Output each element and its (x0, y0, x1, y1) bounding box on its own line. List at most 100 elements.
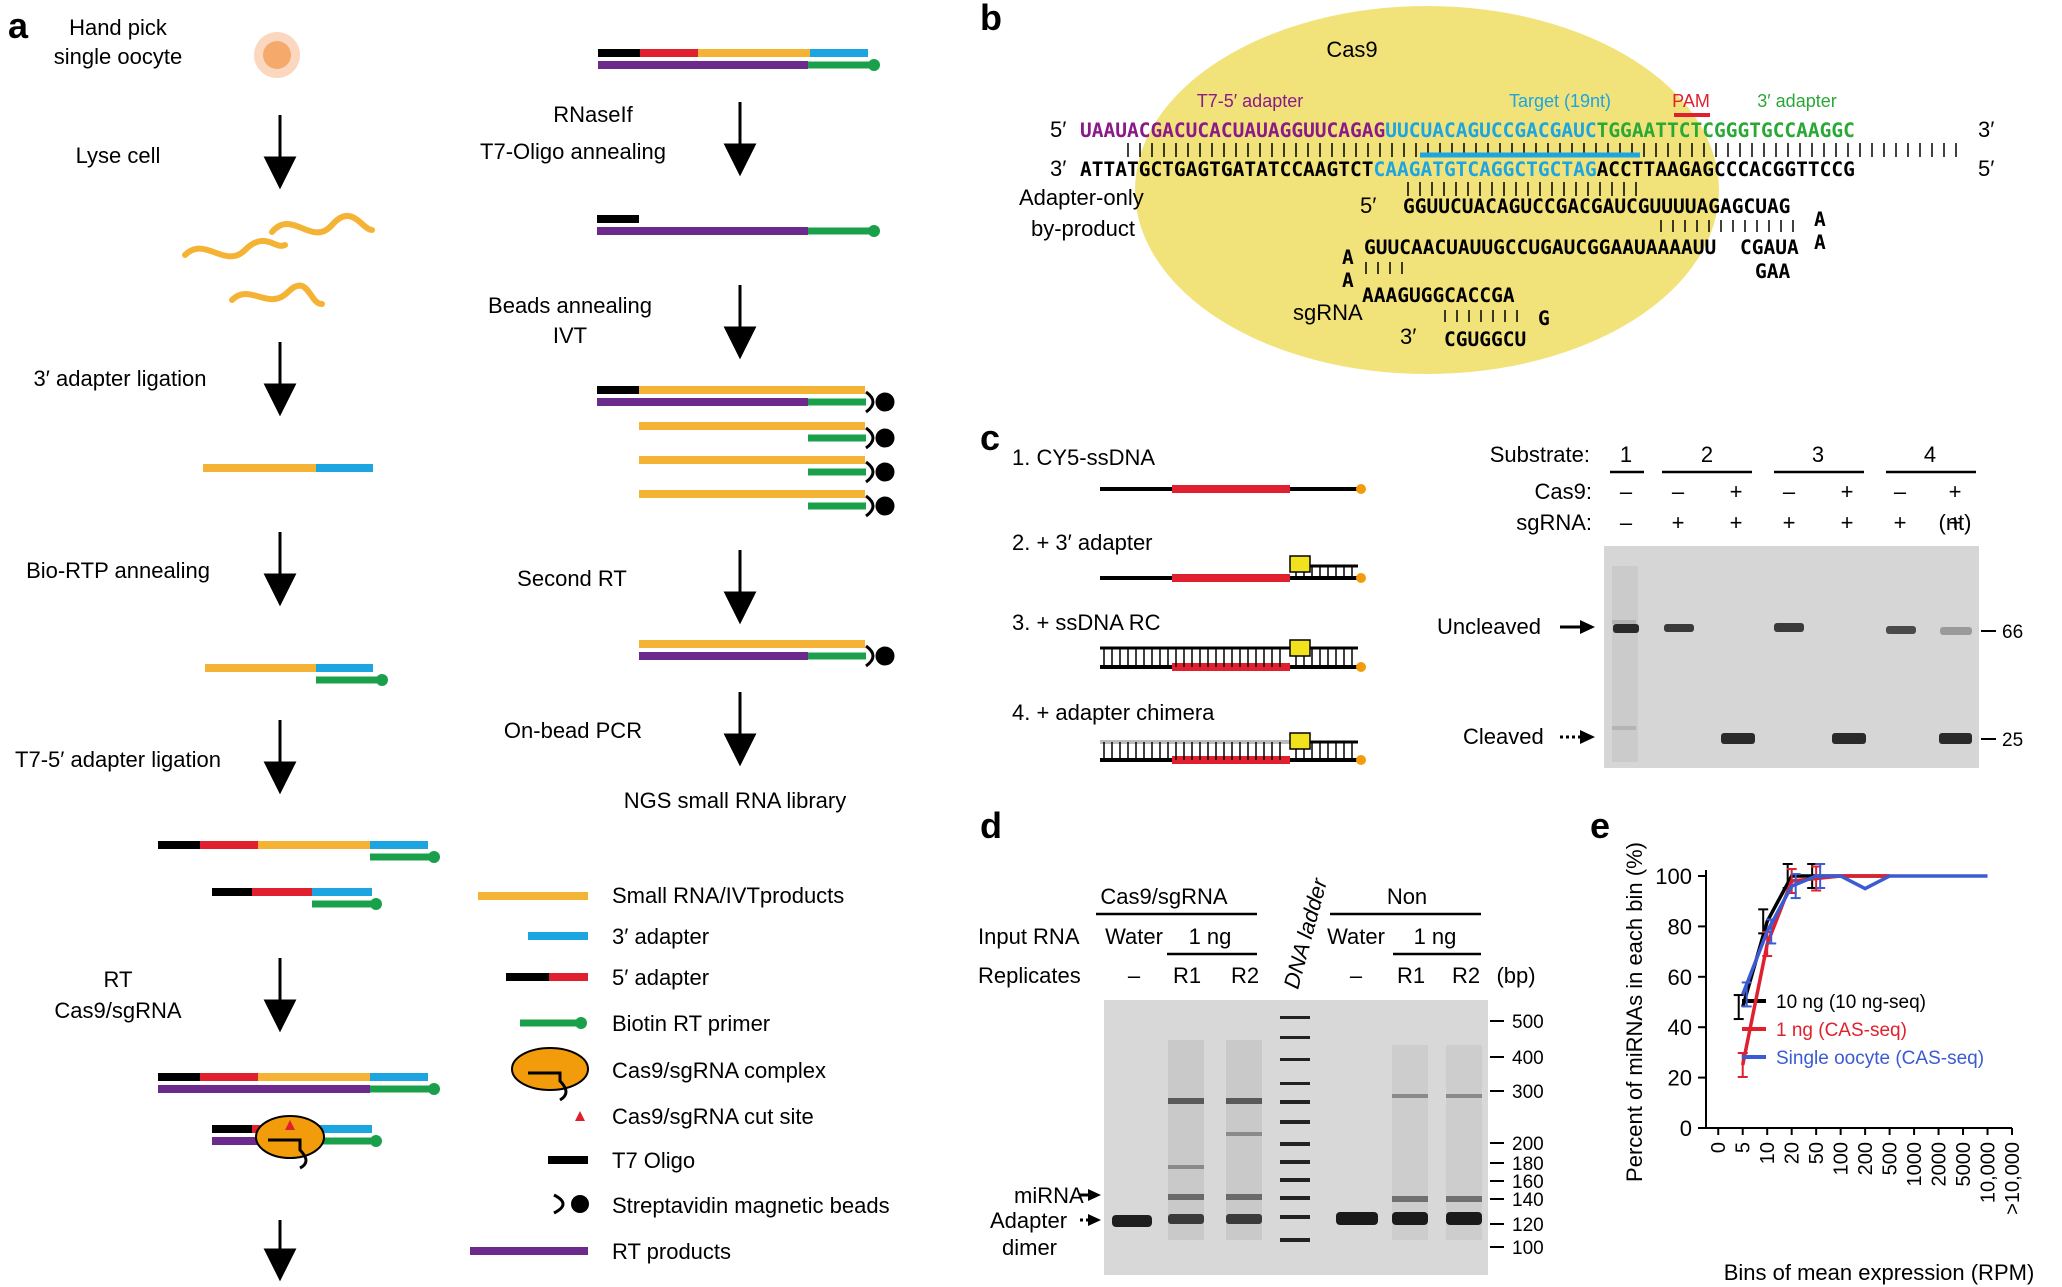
rna-squiggle-icon (182, 213, 375, 307)
step-ivt: IVT (553, 323, 587, 348)
replicates-label: Replicates (978, 963, 1081, 988)
x-tick-label: 0 (1708, 1142, 1730, 1153)
dashed-arrow-right-icon (1560, 730, 1595, 744)
sgrna-loop2-b: GAA (1755, 260, 1790, 283)
panel-a-left-arrows (263, 115, 297, 1282)
step-beads-annealing: Beads annealing (488, 293, 652, 318)
three-prime-top: 3′ (1978, 117, 1994, 142)
x-tick-label: >10,000 (2002, 1142, 2024, 1215)
cas9-ellipse (1135, 6, 1719, 374)
step-rt: RT (104, 967, 133, 992)
target-label: Target (19nt) (1509, 91, 1611, 111)
cas9-complex-icon (511, 1047, 589, 1091)
arrow-right-icon (1080, 1189, 1101, 1201)
panel-c-gel-header: Substrate: Cas9: sgRNA: (nt) 1 2 3 4 – –… (1490, 442, 1976, 535)
panel-d-gel (1104, 1000, 1488, 1275)
panel-c-label: c (980, 417, 1000, 458)
cas9-label: Cas9 (1326, 37, 1377, 62)
input-1ng-1: 1 ng (1189, 924, 1232, 949)
legend-biotin-rt-primer: Biotin RT primer (612, 1011, 770, 1036)
step-cas9-sgrna: Cas9/sgRNA (54, 998, 181, 1023)
sgrna-line-1: GGUUCUACAGUCCGACGAUCGUUUUAGAGCUAG (1403, 195, 1790, 218)
x-tick-label: 10,000 (1978, 1142, 2000, 1203)
five-prime-bottom: 5′ (1978, 156, 1994, 181)
arrow-down-icon (263, 958, 297, 1033)
sgrna-cell: + (1841, 510, 1854, 535)
3-adapter-label: 3′ adapter (1757, 91, 1836, 111)
series-line (1741, 874, 1988, 996)
x-tick-label: 10 (1757, 1142, 1779, 1164)
lane-header-1: 1 (1620, 442, 1632, 467)
x-tick-label: 5000 (1953, 1142, 1975, 1187)
loop-a-1: A (1814, 208, 1826, 231)
sgrna-cell: + (1949, 510, 1962, 535)
by-product-label: by-product (1031, 216, 1135, 241)
cas9-cell: + (1841, 479, 1854, 504)
y-tick-label: 60 (1668, 965, 1692, 990)
streptavidin-bead-icon (865, 390, 895, 668)
x-tick-label: 500 (1880, 1142, 1902, 1175)
arrow-down-icon (263, 1220, 297, 1282)
step-hand-pick: Hand pick (69, 15, 168, 40)
panel-d-label: d (980, 805, 1002, 846)
top-strand: UAAUACGACUCACUAUAGGUUCAGAGUUCUACAGUCCGAC… (1080, 119, 1855, 142)
ladder-size: 200 (1512, 1134, 1544, 1155)
arrow-down-icon (263, 115, 297, 190)
step-ngs-library: NGS small RNA library (624, 788, 846, 813)
input-water-2: Water (1327, 924, 1385, 949)
sgrna-cell: + (1894, 510, 1907, 535)
x-tick-label: 5 (1733, 1142, 1755, 1153)
y-tick-label: 20 (1668, 1066, 1692, 1091)
size-25: 25 (2002, 730, 2023, 751)
cut-site-icon (285, 1120, 295, 1130)
sgrna-cell: + (1672, 510, 1685, 535)
x-axis-label: Bins of mean expression (RPM) (1724, 1260, 2035, 1285)
x-tick-label: 20 (1782, 1142, 1804, 1164)
panel-b-label: b (980, 0, 1002, 38)
step-t7-oligo-annealing: T7-Oligo annealing (480, 139, 666, 164)
legend-small-rna: Small RNA/IVTproducts (612, 883, 844, 908)
sgrna-line-4: CGUGGCU (1444, 328, 1526, 351)
panel-a-left-steps: Hand pick single oocyte Lyse cell 3′ ada… (15, 15, 221, 1023)
step-3-adapter-ligation: 3′ adapter ligation (34, 366, 207, 391)
x-tick-label: 200 (1855, 1142, 1877, 1175)
legend-label: Single oocyte (CAS-seq) (1776, 1048, 1984, 1069)
loop-a-4: A (1342, 269, 1354, 292)
step-rnaseif: RNaseIf (553, 102, 633, 127)
arrow-down-icon (723, 550, 757, 625)
y-axis-label: Percent of miRNAs in each bin (%) (1622, 842, 1647, 1182)
ladder-size: 100 (1512, 1238, 1544, 1259)
legend-label: 1 ng (CAS-seq) (1776, 1020, 1907, 1041)
sgrna-cell: + (1730, 510, 1743, 535)
adapter-label: Adapter (990, 1208, 1067, 1233)
panel-a-right-steps: RNaseIf T7-Oligo annealing Beads anneali… (480, 102, 846, 813)
x-tick-label: 50 (1806, 1142, 1828, 1164)
x-tick-label: 1000 (1904, 1142, 1926, 1187)
legend-cut-site: Cas9/sgRNA cut site (612, 1104, 814, 1129)
panel-a-left-diagrams (158, 32, 440, 1170)
cas9-cell: – (1783, 479, 1796, 504)
arrow-down-icon (263, 342, 297, 417)
lane-header-4: 4 (1924, 442, 1936, 467)
arrow-down-icon (723, 102, 757, 177)
replicate-cell: R2 (1231, 963, 1259, 988)
bottom-strand: ATTATGCTGAGTGATATCCAAGTCTCAAGATGTCAGGCTG… (1080, 158, 1855, 181)
substrate-header: Substrate: (1490, 442, 1590, 467)
mirna-label: miRNA (1014, 1183, 1084, 1208)
ladder-size: 500 (1512, 1012, 1544, 1033)
dashed-arrow-right-icon (1080, 1214, 1101, 1226)
cas9-cell: + (1730, 479, 1743, 504)
panel-d-ladder-sizes: 500 400 300 200 180 160 140 120 100 (1490, 1012, 1544, 1259)
panel-a-right-arrows (723, 102, 757, 767)
arrow-down-icon (263, 532, 297, 607)
y-tick-label: 80 (1668, 914, 1692, 939)
step-on-bead-pcr: On-bead PCR (504, 718, 642, 743)
ladder-size: 140 (1512, 1190, 1544, 1211)
legend-3-adapter: 3′ adapter (612, 924, 709, 949)
five-prime-sgrna: 5′ (1360, 193, 1376, 218)
panel-e-label: e (1590, 805, 1610, 846)
substrate-3-label: 3. + ssDNA RC (1012, 610, 1161, 635)
sgrna-header: sgRNA: (1516, 510, 1592, 535)
x-tick-label: 100 (1831, 1142, 1853, 1175)
step-t7-5-adapter: T7-5′ adapter ligation (15, 747, 221, 772)
